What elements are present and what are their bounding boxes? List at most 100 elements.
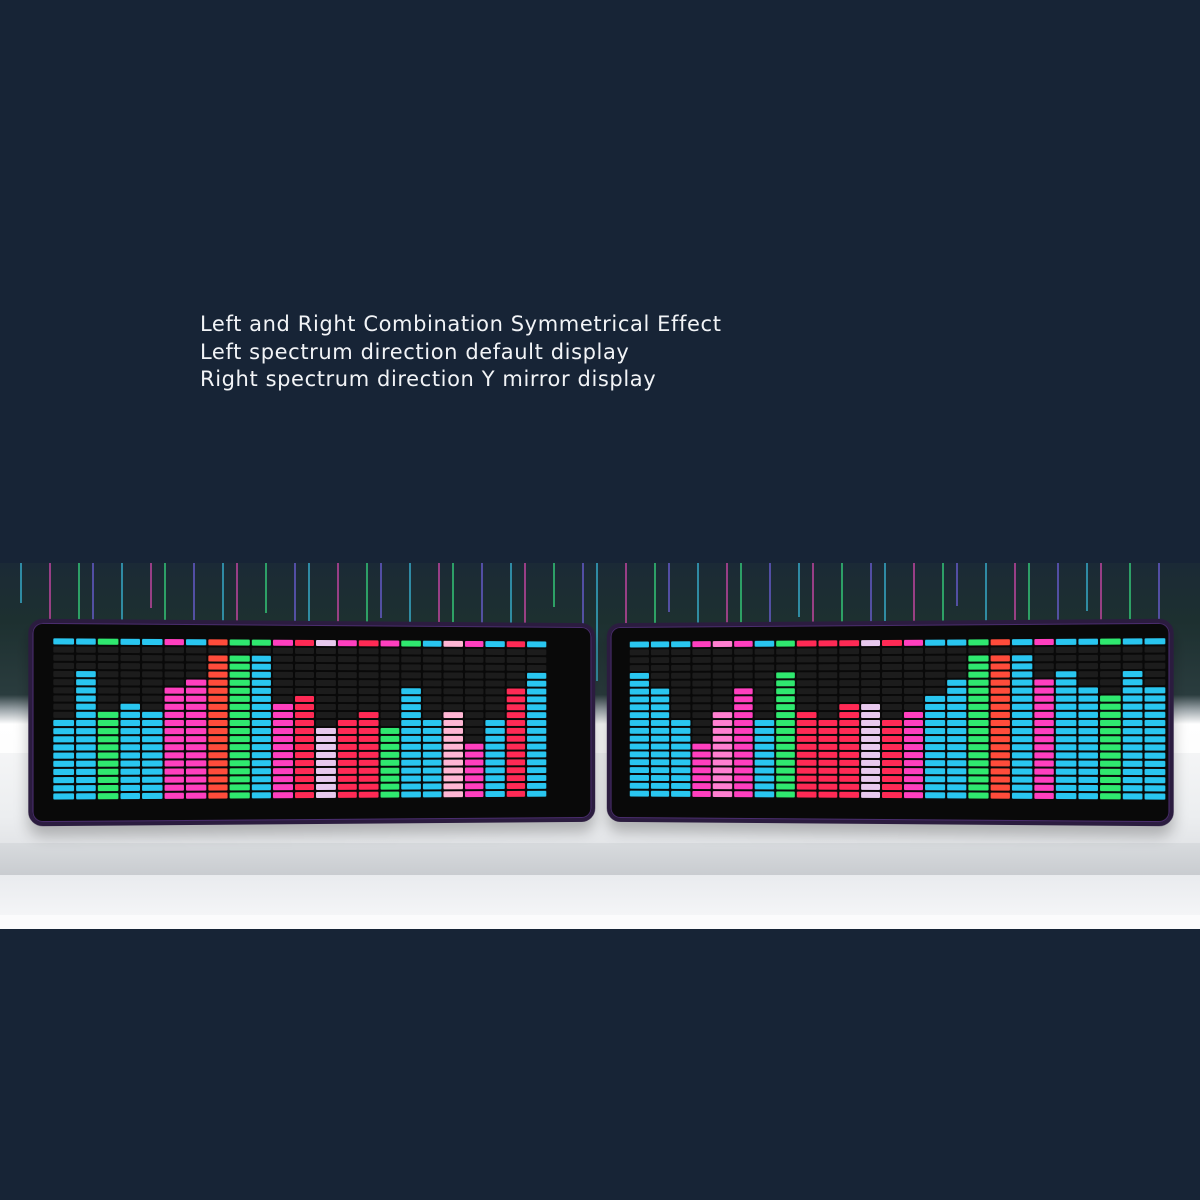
spectrum-column <box>142 639 162 799</box>
light-streak <box>92 563 94 624</box>
spectrum-segment <box>337 792 356 798</box>
spectrum-column <box>692 641 711 797</box>
spectrum-segment <box>295 784 314 790</box>
spectrum-segment <box>1034 704 1054 710</box>
spectrum-segment <box>1078 793 1098 799</box>
spectrum-segment <box>797 784 816 790</box>
spectrum-segment <box>98 639 118 645</box>
spectrum-segment <box>797 680 816 686</box>
spectrum-segment <box>186 744 206 750</box>
spectrum-segment <box>98 785 118 791</box>
spectrum-segment <box>401 680 420 686</box>
spectrum-segment <box>208 672 228 678</box>
spectrum-segment <box>776 664 795 670</box>
spectrum-segment <box>755 752 774 758</box>
spectrum-segment <box>251 720 271 726</box>
spectrum-segment <box>53 704 73 710</box>
spectrum-segment <box>273 672 293 678</box>
spectrum-segment <box>527 783 546 789</box>
spectrum-segment <box>925 760 945 766</box>
spectrum-segment <box>295 648 314 654</box>
spectrum-segment <box>120 663 140 669</box>
spectrum-segment <box>380 656 399 662</box>
spectrum-segment <box>443 657 462 663</box>
spectrum-segment <box>1012 760 1032 766</box>
spectrum-segment <box>251 768 271 774</box>
spectrum-segment <box>797 760 816 766</box>
spectrum-segment <box>120 769 140 775</box>
spectrum-segment <box>208 639 228 645</box>
spectrum-segment <box>316 760 335 766</box>
spectrum-segment <box>903 776 923 782</box>
spectrum-segment <box>839 744 858 750</box>
spectrum-segment <box>990 720 1010 726</box>
spectrum-segment <box>755 641 774 647</box>
spectrum-segment <box>990 768 1010 774</box>
spectrum-segment <box>755 657 774 663</box>
spectrum-segment <box>53 736 73 742</box>
spectrum-segment <box>527 720 546 726</box>
spectrum-segment <box>208 655 228 661</box>
spectrum-segment <box>230 656 250 662</box>
spectrum-segment <box>692 704 711 710</box>
spectrum-segment <box>903 640 923 646</box>
spectrum-segment <box>295 752 314 758</box>
spectrum-segment <box>359 696 378 702</box>
spectrum-segment <box>1078 728 1098 734</box>
spectrum-segment <box>968 696 988 702</box>
light-streak <box>150 563 152 608</box>
spectrum-segment <box>359 760 378 766</box>
spectrum-segment <box>818 760 837 766</box>
spectrum-segment <box>359 768 378 774</box>
spectrum-segment <box>186 655 206 661</box>
spectrum-segment <box>401 768 420 774</box>
spectrum-segment <box>925 728 945 734</box>
spectrum-segment <box>1145 671 1165 677</box>
spectrum-segment <box>273 792 293 798</box>
spectrum-segment <box>380 792 399 798</box>
spectrum-column <box>527 641 546 796</box>
spectrum-segment <box>1078 769 1098 775</box>
spectrum-segment <box>818 648 837 654</box>
spectrum-segment <box>692 673 711 679</box>
spectrum-segment <box>337 656 356 662</box>
spectrum-segment <box>98 712 118 718</box>
spectrum-segment <box>925 744 945 750</box>
spectrum-segment <box>650 775 669 781</box>
spectrum-segment <box>1145 769 1165 775</box>
spectrum-segment <box>422 712 441 718</box>
spectrum-segment <box>464 680 483 686</box>
spectrum-segment <box>273 680 293 686</box>
caption-line-1: Left and Right Combination Symmetrical E… <box>200 311 722 339</box>
spectrum-segment <box>337 736 356 742</box>
spectrum-segment <box>401 776 420 782</box>
spectrum-segment <box>53 671 73 677</box>
spectrum-segment <box>903 656 923 662</box>
spectrum-segment <box>380 776 399 782</box>
spectrum-segment <box>1122 687 1142 693</box>
spectrum-segment <box>839 728 858 734</box>
spectrum-segment <box>755 775 774 781</box>
spectrum-segment <box>401 664 420 670</box>
spectrum-segment <box>527 665 546 671</box>
spectrum-segment <box>925 696 945 702</box>
spectrum-segment <box>230 744 250 750</box>
spectrum-segment <box>1012 728 1032 734</box>
spectrum-segment <box>1122 728 1142 734</box>
spectrum-segment <box>1145 655 1165 661</box>
spectrum-segment <box>208 784 228 790</box>
spectrum-segment <box>990 752 1010 758</box>
spectrum-segment <box>650 712 669 718</box>
spectrum-segment <box>76 704 96 710</box>
spectrum-segment <box>755 720 774 726</box>
spectrum-segment <box>1056 704 1076 710</box>
spectrum-segment <box>251 728 271 734</box>
spectrum-segment <box>882 728 901 734</box>
spectrum-segment <box>359 784 378 790</box>
spectrum-segment <box>818 712 837 718</box>
spectrum-segment <box>251 736 271 742</box>
spectrum-segment <box>1078 687 1098 693</box>
spectrum-segment <box>713 760 732 766</box>
spectrum-column <box>903 640 923 798</box>
spectrum-segment <box>818 688 837 694</box>
